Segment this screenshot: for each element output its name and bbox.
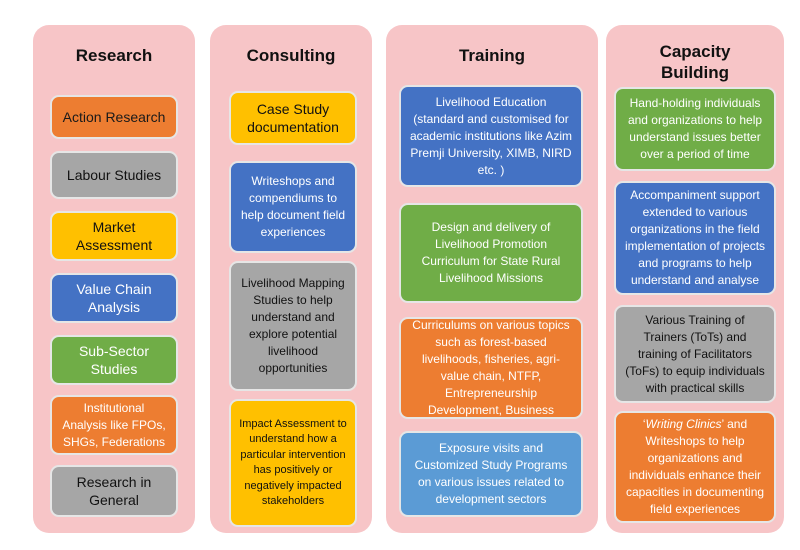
box-curriculums-various-topics: Curriculums on various topics such as fo… <box>399 317 583 419</box>
box-sub-sector-studies: Sub-Sector Studies <box>50 335 178 385</box>
box-writing-clinics: ‘Writing Clinics’ and Writeshops to help… <box>614 411 776 523</box>
column-research: Research Action Research Labour Studies … <box>33 25 195 533</box>
box-accompaniment-support: Accompaniment support extended to variou… <box>614 181 776 295</box>
column-title-capacity-building: Capacity Building <box>659 42 731 82</box>
box-action-research: Action Research <box>50 95 178 139</box>
column-title-consulting: Consulting <box>246 46 336 65</box>
box-writeshops-compendiums: Writeshops and compendiums to help docum… <box>229 161 357 253</box>
writing-clinics-text: ‘Writing Clinics’ and Writeshops to help… <box>625 417 765 516</box>
box-design-delivery-curriculum: Design and delivery of Livelihood Promot… <box>399 203 583 303</box>
column-training: Training Livelihood Education (standard … <box>386 25 598 533</box>
box-hand-holding: Hand-holding individuals and organizatio… <box>614 87 776 171</box>
box-value-chain-analysis: Value Chain Analysis <box>50 273 178 323</box>
box-case-study-documentation: Case Study documentation <box>229 91 357 145</box>
box-institutional-analysis: Institutional Analysis like FPOs, SHGs, … <box>50 395 178 455</box>
box-market-assessment: Market Assessment <box>50 211 178 261</box>
column-consulting: Consulting Case Study documentation Writ… <box>210 25 372 533</box>
column-title-training: Training <box>458 46 526 65</box>
column-capacity-building: Capacity Building Hand-holding individua… <box>606 25 784 533</box>
box-impact-assessment: Impact Assessment to understand how a pa… <box>229 399 357 527</box>
box-research-in-general: Research in General <box>50 465 178 517</box>
box-labour-studies: Labour Studies <box>50 151 178 199</box>
column-title-research: Research <box>75 46 153 65</box>
box-training-of-trainers: Various Training of Trainers (ToTs) and … <box>614 305 776 403</box>
box-livelihood-mapping-studies: Livelihood Mapping Studies to help under… <box>229 261 357 391</box>
box-exposure-visits: Exposure visits and Customized Study Pro… <box>399 431 583 517</box>
box-livelihood-education: Livelihood Education (standard and custo… <box>399 85 583 187</box>
